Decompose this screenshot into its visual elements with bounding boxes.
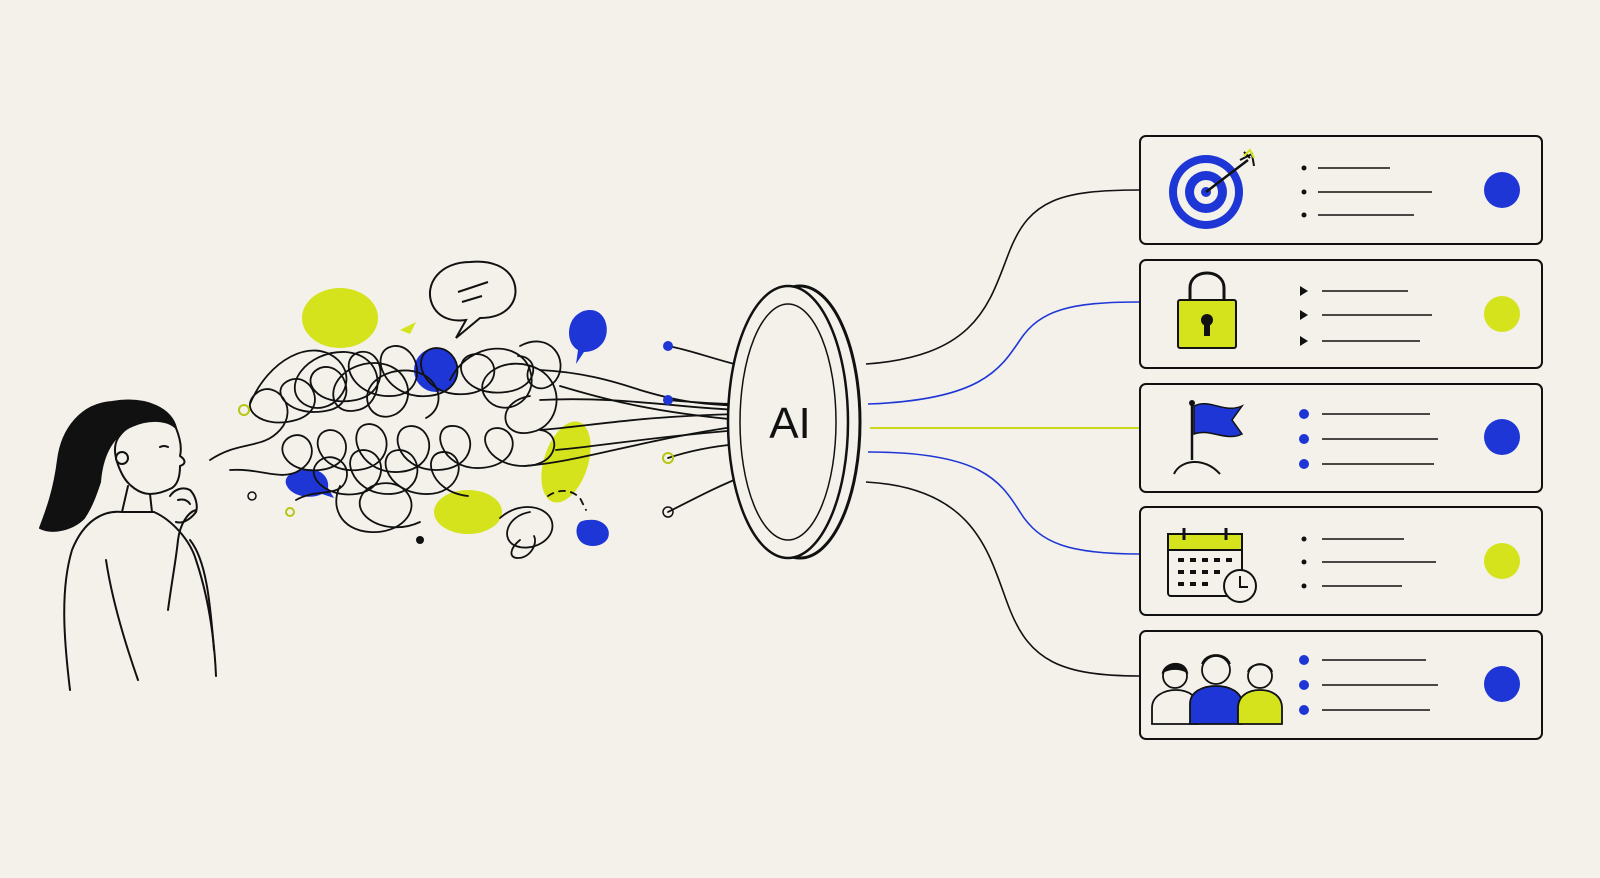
output-connectors xyxy=(865,189,1141,677)
card-team xyxy=(1139,630,1543,740)
status-dot xyxy=(1484,666,1520,702)
blue-speech-bubble-icon xyxy=(569,310,607,364)
card-schedule xyxy=(1139,506,1543,616)
calendar-icon xyxy=(1167,528,1257,603)
status-dot xyxy=(1484,172,1520,208)
card-lines xyxy=(1301,536,1436,589)
card-security xyxy=(1139,259,1543,369)
card-lines xyxy=(1299,409,1438,469)
ai-lens: AI xyxy=(726,284,862,560)
blue-blob xyxy=(414,348,458,392)
status-dot xyxy=(1484,543,1520,579)
team-icon xyxy=(1151,654,1283,725)
ai-label: AI xyxy=(769,399,811,448)
card-goal xyxy=(1139,135,1543,245)
tangled-thoughts xyxy=(209,260,745,559)
status-dot xyxy=(1484,296,1520,332)
target-icon xyxy=(1169,148,1255,229)
card-lines xyxy=(1300,286,1432,346)
lime-blob xyxy=(302,288,378,348)
blue-blob xyxy=(576,519,609,546)
output-cards xyxy=(1139,135,1543,740)
person-face xyxy=(114,420,186,495)
scribble xyxy=(209,340,745,559)
card-lines xyxy=(1299,655,1438,715)
blue-speech-bubble-icon xyxy=(285,469,334,498)
card-lines xyxy=(1301,165,1432,218)
card-milestone xyxy=(1139,383,1543,493)
padlock-icon xyxy=(1177,271,1237,349)
status-dot xyxy=(1484,419,1520,455)
person-body xyxy=(63,510,217,691)
lime-blob xyxy=(434,490,502,534)
flag-icon xyxy=(1173,400,1245,475)
speech-bubble-icon xyxy=(429,260,517,339)
thinking-person xyxy=(39,399,217,691)
